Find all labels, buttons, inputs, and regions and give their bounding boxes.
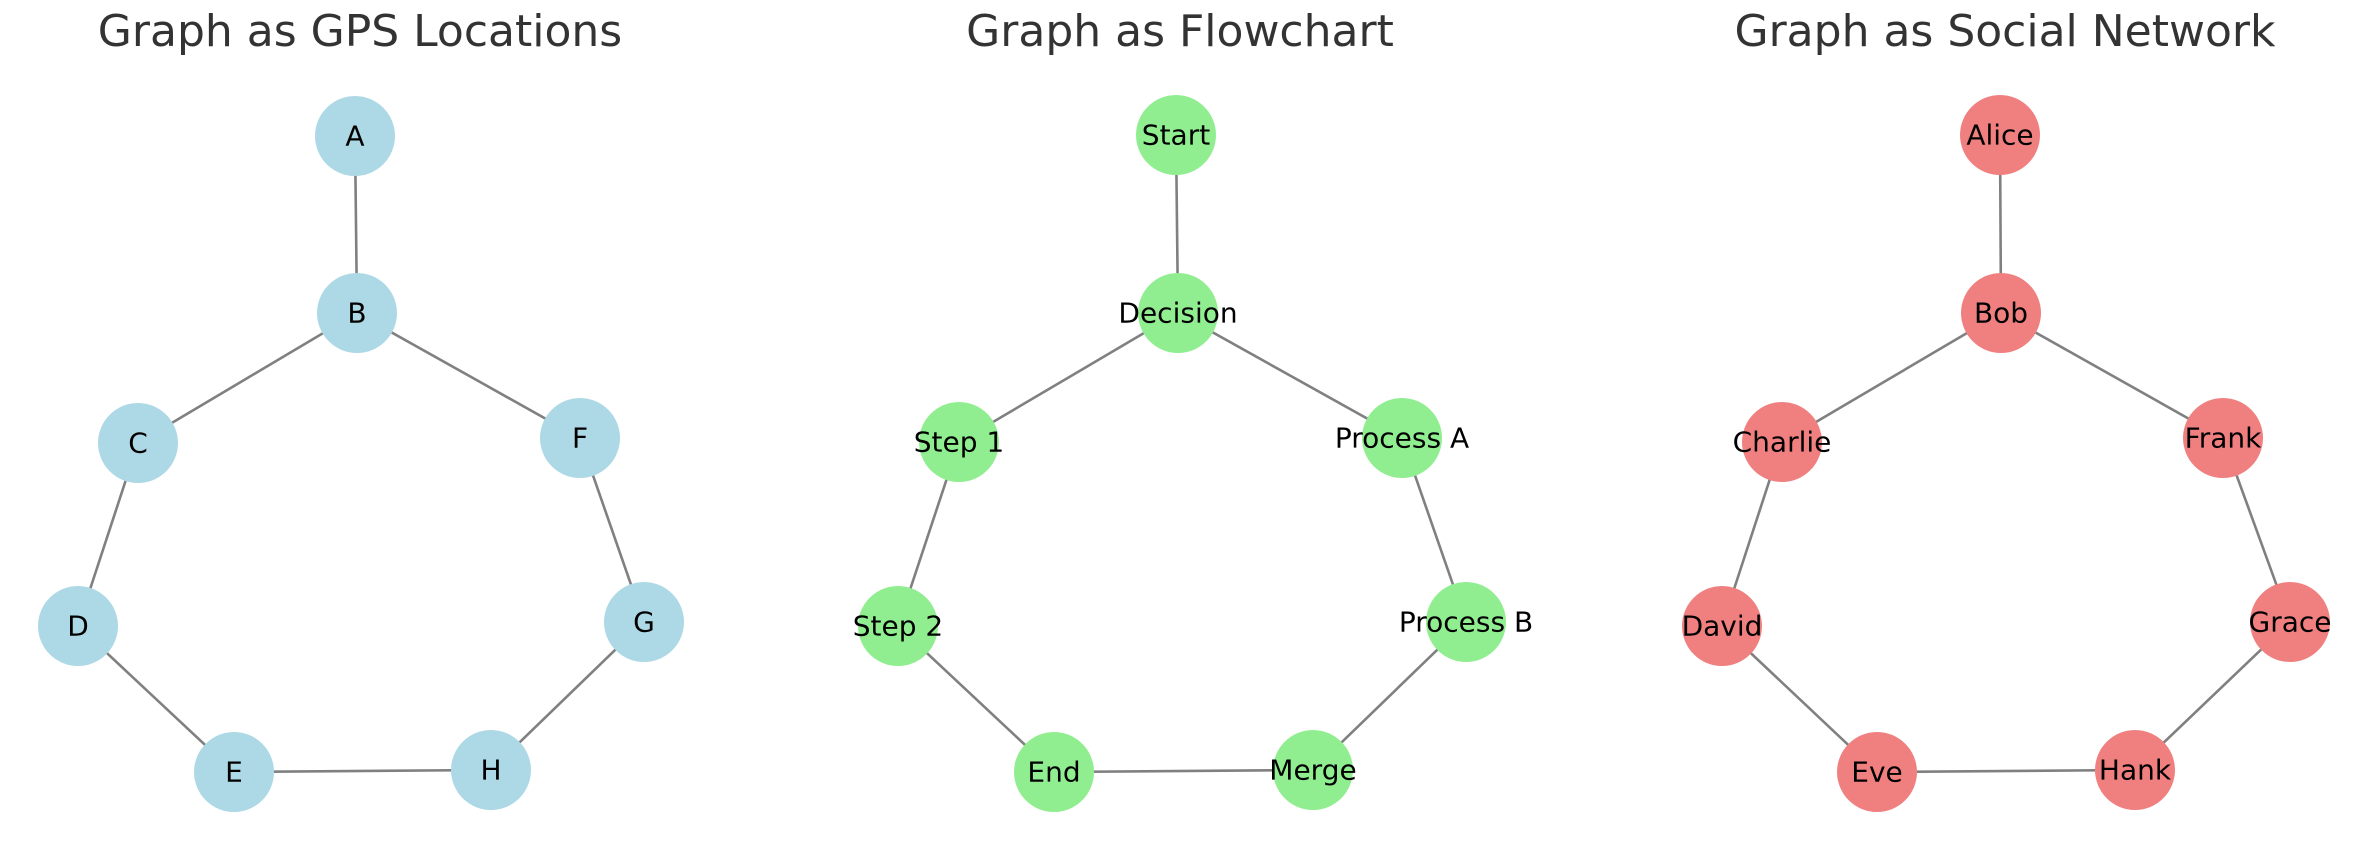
node-label: B	[347, 297, 366, 330]
node-g: Process B	[1399, 582, 1533, 662]
node-circle	[194, 732, 274, 812]
node-c: Charlie	[1733, 402, 1832, 482]
node-label: H	[480, 754, 501, 787]
node-b: Bob	[1961, 273, 2041, 353]
node-a: A	[315, 96, 395, 176]
node-d: David	[1682, 586, 1763, 666]
node-circle	[919, 402, 999, 482]
edge-f-b	[1177, 311, 1403, 440]
node-g: G	[604, 582, 684, 662]
node-a: Start	[1136, 95, 1216, 175]
edge-b-c	[1781, 311, 2002, 444]
edge-e-h	[1876, 768, 2136, 774]
node-label: G	[633, 606, 655, 639]
node-d: D	[38, 586, 118, 666]
panel-title: Graph as Flowchart	[966, 6, 1394, 57]
node-h: Hank	[2095, 730, 2175, 810]
node-circle	[1682, 586, 1762, 666]
node-circle	[1742, 402, 1822, 482]
node-label: Decision	[1118, 297, 1237, 330]
node-circle	[858, 586, 938, 666]
node-circle	[38, 586, 118, 666]
node-f: Frank	[2183, 398, 2263, 478]
node-h: Merge	[1269, 730, 1357, 810]
node-f: F	[540, 398, 620, 478]
node-circle	[451, 730, 531, 810]
node-label: Bob	[1974, 297, 2028, 330]
node-circle	[2183, 398, 2263, 478]
node-label: Grace	[2249, 606, 2332, 639]
node-circle	[1014, 732, 1094, 812]
node-circle	[2250, 582, 2330, 662]
edge-b-c	[958, 311, 1179, 444]
node-d: Step 2	[853, 586, 943, 666]
node-label: Merge	[1269, 754, 1356, 787]
node-label: Eve	[1851, 756, 1903, 789]
node-label: Step 1	[914, 426, 1004, 459]
node-a: Alice	[1960, 95, 2040, 175]
node-circle	[604, 582, 684, 662]
node-e: End	[1014, 732, 1094, 812]
node-label: A	[345, 120, 364, 153]
node-label: D	[67, 610, 89, 643]
edge-b-c	[137, 311, 358, 445]
graph-gps: A B C D E H G F	[38, 96, 684, 812]
node-e: Eve	[1837, 732, 1917, 812]
node-label: Hank	[2099, 754, 2172, 787]
node-circle	[1138, 273, 1218, 353]
node-label: David	[1682, 610, 1763, 643]
node-label: Start	[1142, 119, 1210, 152]
node-label: End	[1027, 756, 1080, 789]
edge-e-h	[233, 768, 492, 774]
edge-e-h	[1053, 768, 1314, 774]
edge-f-b	[2000, 311, 2224, 440]
edge-f-b	[356, 311, 581, 440]
node-circle	[317, 273, 397, 353]
node-circle	[1273, 730, 1353, 810]
node-circle	[2095, 730, 2175, 810]
node-circle	[98, 403, 178, 483]
node-label: Process A	[1335, 422, 1469, 455]
node-b: Decision	[1118, 273, 1238, 353]
node-label: C	[128, 427, 148, 460]
node-label: E	[225, 756, 243, 789]
node-label: Charlie	[1733, 426, 1832, 459]
node-label: Frank	[2185, 422, 2262, 455]
panel-title: Graph as GPS Locations	[97, 6, 623, 57]
node-circle	[1837, 732, 1917, 812]
node-circle	[1426, 582, 1506, 662]
node-e: E	[194, 732, 274, 812]
node-h: H	[451, 730, 531, 810]
node-f: Process A	[1335, 398, 1469, 478]
node-circle	[1136, 95, 1216, 175]
node-label: F	[572, 422, 588, 455]
panel-title: Graph as Social Network	[1734, 6, 2276, 57]
node-circle	[540, 398, 620, 478]
node-label: Alice	[1966, 119, 2033, 152]
node-circle	[315, 96, 395, 176]
node-circle	[1961, 273, 2041, 353]
node-circle	[1960, 95, 2040, 175]
node-circle	[1362, 398, 1442, 478]
node-c: C	[98, 403, 178, 483]
node-b: B	[317, 273, 397, 353]
node-label: Step 2	[853, 610, 943, 643]
node-g: Grace	[2249, 582, 2332, 662]
node-c: Step 1	[914, 402, 1004, 482]
panel-gps: Graph as GPS Locations A B C D E H G F	[0, 0, 720, 860]
node-label: Process B	[1399, 606, 1533, 639]
